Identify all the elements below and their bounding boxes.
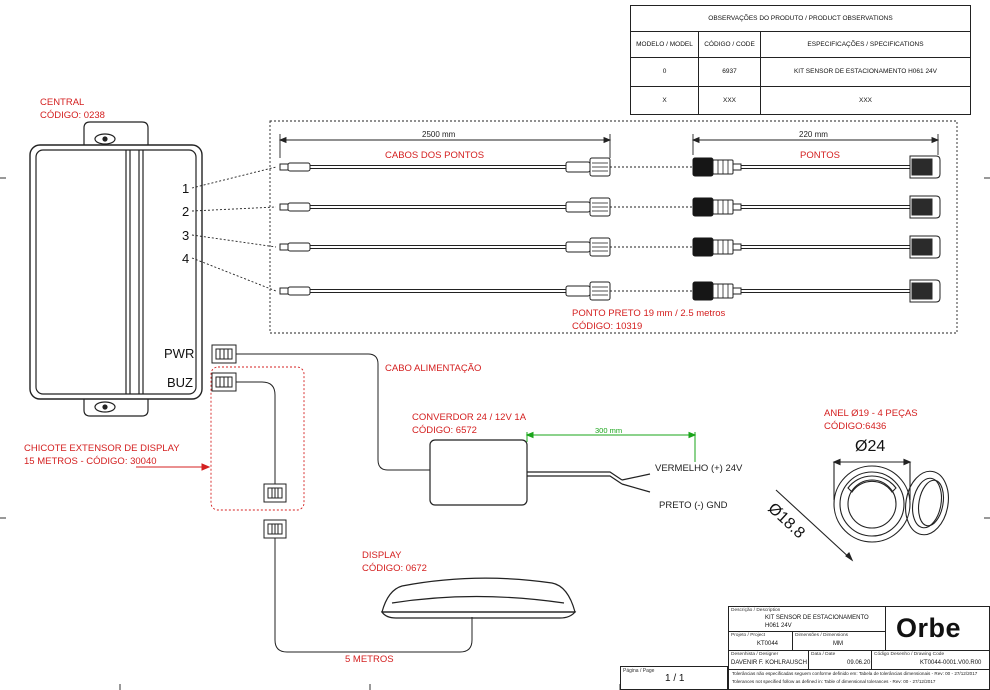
ring-outer-diameter: Ø24 <box>855 438 886 455</box>
drawing-code-cell: Código Desenho / Drawing Code KT0044-000… <box>872 651 990 670</box>
wire-black-label: PRETO (-) GND <box>659 500 728 511</box>
project-value: KT0044 <box>757 641 779 647</box>
date-value: 09.06.20 <box>847 660 871 666</box>
cell-specifications: KIT SENSOR DE ESTACIONAMENTO H061 24V <box>793 68 938 75</box>
table-row: 0 6937 KIT SENSOR DE ESTACIONAMENTO H061… <box>631 57 970 87</box>
table-row: X XXX XXX <box>631 86 970 115</box>
drawing-code-value: KT0044-0001.V00.R00 <box>920 660 982 666</box>
sensor-section-box <box>269 120 958 334</box>
column-model: MODELO / MODEL <box>631 31 699 57</box>
central-unit <box>29 121 203 417</box>
column-code: CÓDIGO / CODE <box>699 31 761 57</box>
sensor-cable-row-2 <box>279 195 941 219</box>
dimensions-value: MM <box>833 641 843 647</box>
project-cell: Projeto / Project KT0044 <box>729 632 793 651</box>
sensor-cable-row-3 <box>279 235 941 259</box>
drawing-code-caption: Código Desenho / Drawing Code <box>874 652 945 657</box>
logo-cell: Orbe <box>886 607 990 651</box>
designer-value: DAVENIR F. KOHLRAUSCH <box>731 660 807 666</box>
observations-header: OBSERVAÇÕES DO PRODUTO / PRODUCT OBSERVA… <box>708 15 893 22</box>
cell-model: 0 <box>631 57 699 86</box>
date-cell: Data / Date 09.06.20 <box>809 651 872 670</box>
sensor-cable-row-4 <box>279 279 941 303</box>
port-1-label: 1 <box>182 181 190 196</box>
wire-red-label: VERMELHO (+) 24V <box>655 463 743 474</box>
port-4-label: 4 <box>182 251 190 266</box>
converter-code: CÓDIGO: 6572 <box>412 425 477 436</box>
power-cable-label: CABO ALIMENTAÇÃO <box>385 363 482 374</box>
page-box: Página / Page 1 / 1 <box>620 666 728 690</box>
display-cable-label: 5 METROS <box>345 654 394 665</box>
dimension-converter: 300 mm <box>595 426 623 435</box>
observations-columns-row: MODELO / MODEL CÓDIGO / CODE ESPECIFICAÇ… <box>631 31 970 58</box>
designer-caption: Desenhista / Designer <box>731 652 779 657</box>
dimensions-caption: Dimensões / Dimensions <box>795 633 849 638</box>
description-line-2: H061 24V <box>765 623 792 629</box>
dimensions-cell: Dimensões / Dimensions MM <box>793 632 886 651</box>
sensor-code: CÓDIGO: 10319 <box>572 321 643 332</box>
converter-name: CONVERDOR 24 / 12V 1A <box>412 412 527 423</box>
harness-name: CHICOTE EXTENSOR DE DISPLAY <box>24 443 180 454</box>
sensor-name: PONTO PRETO 19 mm / 2.5 metros <box>572 308 726 319</box>
harness-detail: 15 METROS - CÓDIGO: 30040 <box>24 456 157 467</box>
display-name: DISPLAY <box>362 550 402 561</box>
column-specifications: ESPECIFICAÇÕES / SPECIFICATIONS <box>807 40 924 48</box>
orbe-logo: Orbe <box>896 613 962 643</box>
observations-header-row: OBSERVAÇÕES DO PRODUTO / PRODUCT OBSERVA… <box>631 6 970 32</box>
description-line-1: KIT SENSOR DE ESTACIONAMENTO <box>765 615 869 621</box>
date-caption: Data / Date <box>811 652 836 657</box>
cell-code: XXX <box>699 86 761 115</box>
observations-table: OBSERVAÇÕES DO PRODUTO / PRODUCT OBSERVA… <box>630 5 971 115</box>
designer-cell: Desenhista / Designer DAVENIR F. KOHLRAU… <box>729 651 809 670</box>
page-caption: Página / Page <box>623 668 655 674</box>
tolerance-note-pt: Tolerâncias não especificadas seguem con… <box>732 671 978 676</box>
harness-box <box>210 366 305 511</box>
ring-code: CÓDIGO:6436 <box>824 421 887 432</box>
tolerance-note-en: Tolerances not specified follow as defin… <box>732 679 936 684</box>
port-3-label: 3 <box>182 228 190 243</box>
ring-name: ANEL Ø19 - 4 PEÇAS <box>824 408 918 419</box>
points-label: PONTOS <box>800 150 840 161</box>
sensor-cable-row-1 <box>279 155 941 179</box>
cell-code: 6937 <box>699 57 761 86</box>
central-title: CENTRAL <box>40 97 85 108</box>
port-2-label: 2 <box>182 204 190 219</box>
description-caption: Descrição / Description <box>731 608 781 613</box>
project-caption: Projeto / Project <box>731 633 766 638</box>
dimension-points: 220 mm <box>799 130 828 139</box>
cables-label: CABOS DOS PONTOS <box>385 150 485 161</box>
central-code: CÓDIGO: 0238 <box>40 110 105 121</box>
description-cell: Descrição / Description KIT SENSOR DE ES… <box>729 607 886 632</box>
cell-model: X <box>631 86 699 115</box>
display-code: CÓDIGO: 0672 <box>362 563 427 574</box>
port-pwr-label: PWR <box>164 346 195 361</box>
cell-specifications: XXX <box>858 97 872 104</box>
dimension-cables: 2500 mm <box>422 130 456 139</box>
title-block: Descrição / Description KIT SENSOR DE ES… <box>728 606 990 690</box>
port-buz-label: BUZ <box>167 375 193 390</box>
page-number: 1 / 1 <box>665 673 685 684</box>
